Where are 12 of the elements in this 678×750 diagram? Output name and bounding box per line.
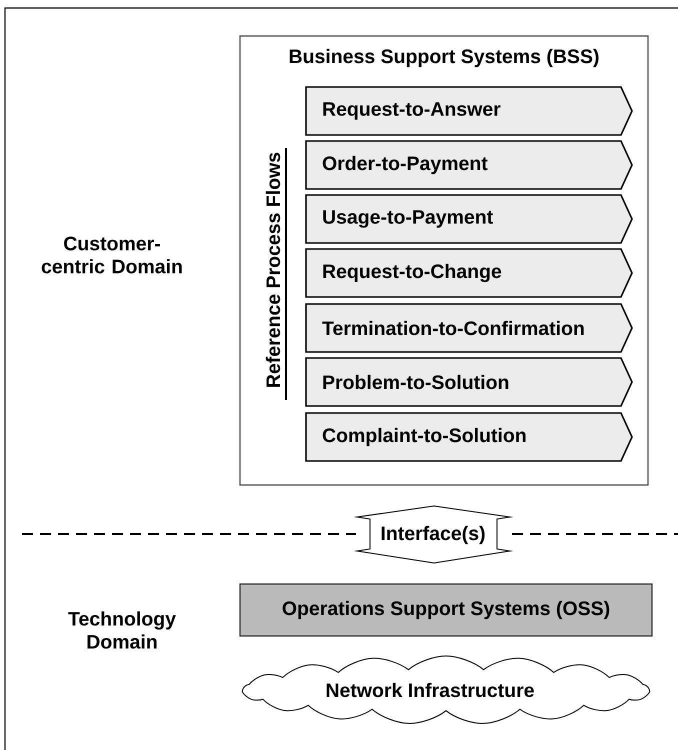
domain-label: Technology Domain <box>68 611 176 649</box>
process-step-box: Request-to-Change <box>305 248 633 298</box>
process-step-box: Usage-to-Payment <box>305 194 633 244</box>
process-step-box: Problem-to-Solution <box>305 357 633 407</box>
vertical-heading: Reference Process Flows <box>266 152 280 387</box>
process-step-box: Request-to-Answer <box>305 86 633 136</box>
network-cloud: Network Infrastructure <box>242 656 650 724</box>
process-step-box: Order-to-Payment <box>305 140 633 190</box>
domain-label: Customer-centric Domain <box>42 236 182 274</box>
process-step-box: Complaint-to-Solution <box>305 412 633 462</box>
system-box: Operations Support Systems (OSS) <box>240 584 652 636</box>
process-step-box: Termination-to-Confirmation <box>305 303 633 353</box>
